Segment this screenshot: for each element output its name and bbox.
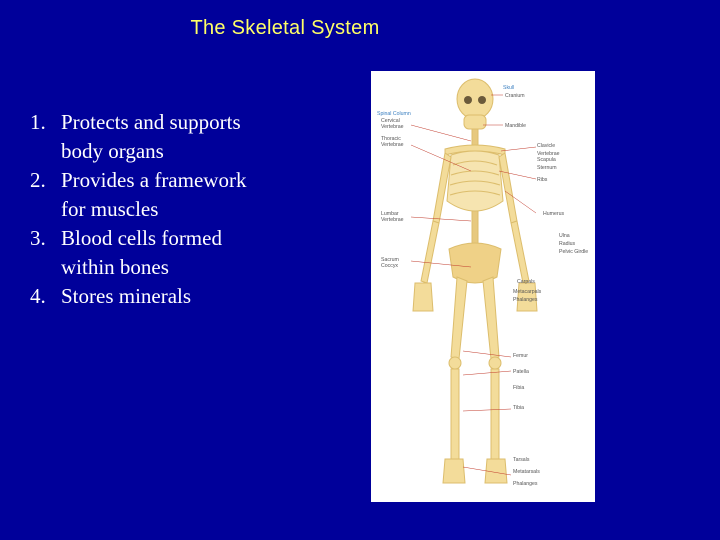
label-lumbar-vertebrae: Vertebrae	[381, 217, 404, 223]
label-skull: Skull	[503, 85, 514, 91]
list-number: 4.	[30, 284, 46, 308]
label-metatarsals: Metatarsals	[513, 469, 540, 475]
label-pelvic-girdle: Pelvic Girdle	[559, 249, 588, 255]
list-item: 1. Protects and supports body organs	[30, 108, 330, 166]
label-patella: Patella	[513, 369, 529, 375]
list-item: 4. Stores minerals	[30, 282, 330, 311]
list-line: within bones	[61, 255, 169, 279]
label-cranium: Cranium	[505, 93, 525, 99]
list-number: 1.	[30, 110, 46, 134]
label-sacrum: Sacrum	[381, 257, 399, 263]
list-number: 2.	[30, 168, 46, 192]
list-item: 2. Provides a framework for muscles	[30, 166, 330, 224]
skeleton-drawing	[412, 78, 538, 484]
list-line: Protects and supports	[61, 110, 241, 134]
label-coccyx: Coccyx	[381, 263, 398, 269]
label-spinal-column: Spinal Column	[377, 111, 411, 117]
label-pointer-lines	[410, 94, 537, 476]
label-sternum: Sternum	[537, 165, 557, 171]
label-phalanges: Phalanges	[513, 297, 538, 303]
label-lumbar: Lumbar	[381, 211, 399, 217]
label-tarsals: Tarsals	[513, 457, 530, 463]
label-mandible: Mandible	[505, 123, 526, 129]
list-line: body organs	[61, 139, 164, 163]
label-thoracic: Thoracic	[381, 136, 401, 142]
label-humerus: Humerus	[543, 211, 564, 217]
list-line: Blood cells formed	[61, 226, 222, 250]
label-ulna: Ulna	[559, 233, 570, 239]
label-clavicle: Clavicle	[537, 143, 555, 149]
label-vertebrae: Vertebrae	[537, 151, 560, 157]
label-metacarpals: Metacarpals	[513, 289, 542, 295]
list-number: 3.	[30, 226, 46, 250]
skeleton-illustration: Spinal Column Cervical Vertebrae Thoraci…	[377, 78, 588, 487]
bullet-list: 1. Protects and supports body organs 2. …	[30, 108, 330, 311]
label-ribs: Ribs	[537, 177, 548, 183]
label-fibia: Fibia	[513, 385, 524, 391]
label-cervical-vertebrae: Vertebrae	[381, 124, 404, 130]
label-cervical: Cervical	[381, 118, 400, 124]
list-item: 3. Blood cells formed within bones	[30, 224, 330, 282]
list-line: Stores minerals	[61, 284, 192, 308]
list-line: for muscles	[61, 197, 159, 221]
label-tibia: Tibia	[513, 405, 524, 411]
list-line: Provides a framework	[61, 168, 247, 192]
label-carpals: Carpals	[517, 279, 535, 285]
label-femur: Femur	[513, 353, 528, 359]
label-scapula: Scapula	[537, 157, 556, 163]
label-thoracic-vertebrae: Vertebrae	[381, 142, 404, 148]
label-radius: Radius	[559, 241, 576, 247]
label-phalanges-foot: Phalanges	[513, 481, 538, 487]
skeleton-figure: Spinal Column Cervical Vertebrae Thoraci…	[371, 71, 595, 502]
slide-title: The Skeletal System	[190, 17, 380, 39]
